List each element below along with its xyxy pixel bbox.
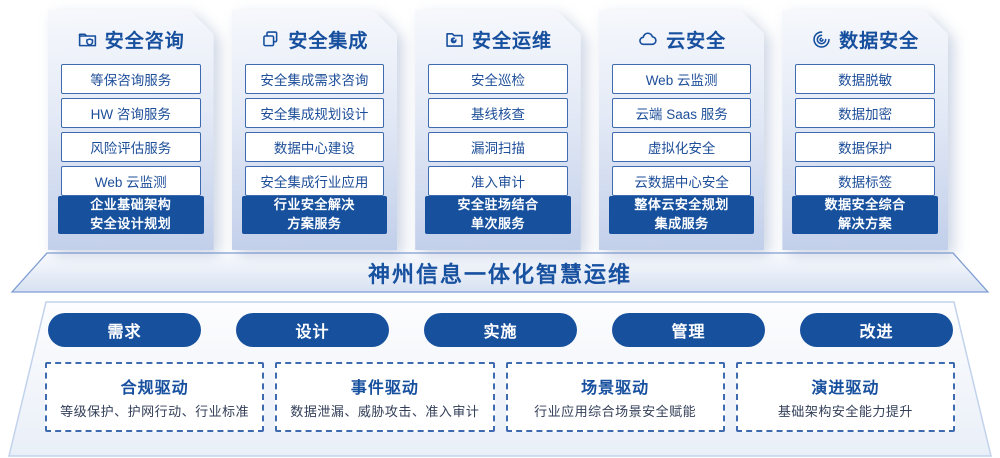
column-security-consulting: 安全咨询 等保咨询服务 HW 咨询服务 风险评估服务 Web 云监测 企业基础架… — [48, 10, 214, 250]
driver-title: 场景驱动 — [581, 380, 650, 397]
service-item[interactable]: 准入审计 — [428, 166, 568, 196]
column-header: 安全咨询 — [48, 26, 214, 52]
driver-desc: 等级保护、护网行动、行业标准 — [60, 404, 250, 419]
service-item[interactable]: 基线核查 — [428, 98, 568, 128]
driver-desc: 基础架构安全能力提升 — [777, 404, 913, 419]
service-item[interactable]: 数据标签 — [795, 166, 935, 196]
column-highlight: 数据安全综合 解决方案 — [792, 196, 938, 234]
driver-incident: 事件驱动 数据泄漏、威胁攻击、准入审计 — [275, 362, 495, 432]
column-title: 云安全 — [666, 30, 727, 52]
service-item[interactable]: HW 咨询服务 — [61, 98, 201, 128]
driver-evolution: 演进驱动 基础架构安全能力提升 — [735, 362, 955, 432]
service-item[interactable]: 数据中心建设 — [245, 132, 385, 162]
service-item[interactable]: 云数据中心安全 — [612, 166, 752, 196]
service-item[interactable]: 安全巡检 — [428, 64, 568, 94]
column-security-operations: 安全运维 安全巡检 基线核查 漏洞扫描 准入审计 安全驻场结合 单次服务 — [415, 10, 581, 250]
column-header: 数据安全 — [782, 26, 948, 52]
fingerprint-icon — [811, 29, 832, 50]
process-pills: 需求 设计 实施 管理 改进 — [48, 313, 953, 347]
service-item[interactable]: 风险评估服务 — [61, 132, 201, 162]
service-item[interactable]: 数据脱敏 — [795, 64, 935, 94]
service-list: 等保咨询服务 HW 咨询服务 风险评估服务 Web 云监测 — [61, 64, 201, 196]
driver-scenario: 场景驱动 行业应用综合场景安全赋能 — [505, 362, 725, 432]
column-data-security: 数据安全 数据脱敏 数据加密 数据保护 数据标签 数据安全综合 解决方案 — [782, 10, 948, 250]
service-item[interactable]: 安全集成需求咨询 — [245, 64, 385, 94]
column-security-integration: 安全集成 安全集成需求咨询 安全集成规划设计 数据中心建设 安全集成行业应用 行… — [232, 10, 398, 250]
column-header: 安全运维 — [415, 26, 581, 52]
banner-shape — [10, 252, 990, 293]
pill-improvement[interactable]: 改进 — [800, 313, 953, 347]
banner-title: 神州信息一体化智慧运维 — [367, 262, 632, 287]
column-title: 数据安全 — [839, 30, 920, 52]
column-cloud-security: 云安全 Web 云监测 云端 Saas 服务 虚拟化安全 云数据中心安全 整体云… — [599, 10, 765, 250]
service-list: 安全集成需求咨询 安全集成规划设计 数据中心建设 安全集成行业应用 — [245, 64, 385, 196]
column-highlight: 安全驻场结合 单次服务 — [425, 196, 571, 234]
driver-title: 合规驱动 — [120, 380, 189, 397]
cloud-icon — [637, 29, 659, 50]
driver-desc: 数据泄漏、威胁攻击、准入审计 — [290, 404, 480, 419]
copy-icon — [260, 29, 281, 50]
driver-boxes: 合规驱动 等级保护、护网行动、行业标准 事件驱动 数据泄漏、威胁攻击、准入审计 … — [45, 362, 955, 432]
column-highlight: 企业基础架构 安全设计规划 — [58, 196, 204, 234]
service-item[interactable]: 虚拟化安全 — [612, 132, 752, 162]
service-item[interactable]: 安全集成行业应用 — [245, 166, 385, 196]
service-item[interactable]: 漏洞扫描 — [428, 132, 568, 162]
service-item[interactable]: 安全集成规划设计 — [245, 98, 385, 128]
service-list: 数据脱敏 数据加密 数据保护 数据标签 — [795, 64, 935, 196]
service-item[interactable]: 数据加密 — [795, 98, 935, 128]
service-columns: 安全咨询 等保咨询服务 HW 咨询服务 风险评估服务 Web 云监测 企业基础架… — [48, 10, 948, 250]
service-list: Web 云监测 云端 Saas 服务 虚拟化安全 云数据中心安全 — [612, 64, 752, 196]
column-header: 云安全 — [599, 26, 765, 52]
column-highlight: 整体云安全规划 集成服务 — [609, 196, 755, 234]
service-item[interactable]: Web 云监测 — [61, 166, 201, 196]
pill-requirement[interactable]: 需求 — [48, 313, 201, 347]
folder-clock-icon — [444, 29, 465, 50]
driver-compliance: 合规驱动 等级保护、护网行动、行业标准 — [45, 362, 265, 432]
driver-title: 演进驱动 — [811, 380, 880, 397]
service-item[interactable]: Web 云监测 — [612, 64, 752, 94]
column-title: 安全运维 — [471, 30, 552, 52]
column-header: 安全集成 — [232, 26, 398, 52]
service-item[interactable]: 数据保护 — [795, 132, 935, 162]
folder-shield-icon — [77, 29, 98, 50]
driver-title: 事件驱动 — [350, 380, 419, 397]
service-list: 安全巡检 基线核查 漏洞扫描 准入审计 — [428, 64, 568, 196]
service-item[interactable]: 云端 Saas 服务 — [612, 98, 752, 128]
pill-implementation[interactable]: 实施 — [424, 313, 577, 347]
column-title: 安全集成 — [288, 30, 369, 52]
service-item[interactable]: 等保咨询服务 — [61, 64, 201, 94]
driver-desc: 行业应用综合场景安全赋能 — [534, 404, 697, 419]
column-highlight: 行业安全解决 方案服务 — [242, 196, 388, 234]
column-title: 安全咨询 — [104, 30, 185, 52]
pill-management[interactable]: 管理 — [612, 313, 765, 347]
pill-design[interactable]: 设计 — [236, 313, 389, 347]
